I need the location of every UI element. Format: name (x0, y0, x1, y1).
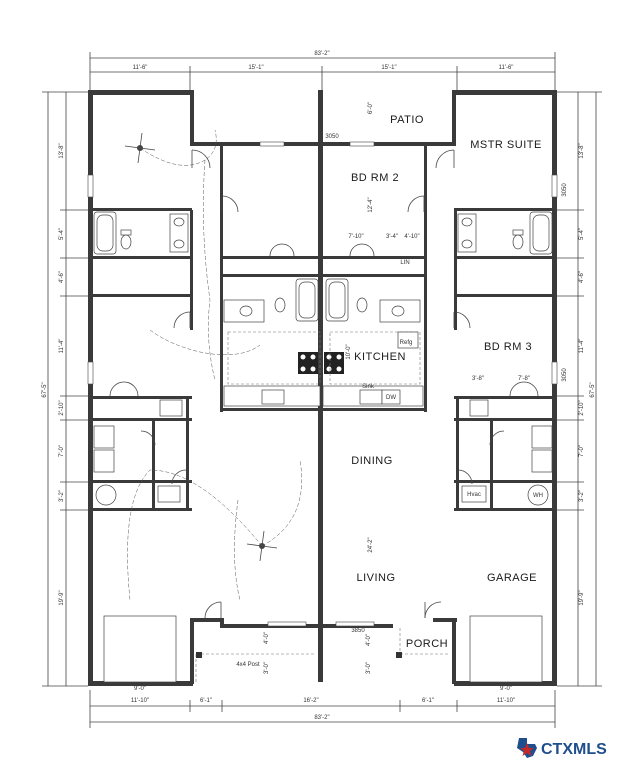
room-patio: PATIO (390, 114, 424, 126)
electrical-runs (127, 129, 302, 601)
room-porch: PORCH (406, 638, 448, 650)
left-overall-dim: 67'-5" (42, 382, 48, 397)
top-dim-1: 11'-6" (133, 65, 148, 71)
right-dimensions: 67'-5" 13'-8" 5'-4" 4'-6" 11'-4" 2'-10" … (557, 91, 602, 687)
left-dim-7: 3'-2" (59, 490, 65, 502)
refrigerator-label: Refg (400, 340, 413, 346)
top-dimensions: 83'-2" 11'-6" 15'-1" 15'-1" 11'-6" (89, 51, 556, 90)
linen-label: LIN (400, 260, 409, 266)
room-kitchen: KITCHEN (354, 351, 406, 363)
right-dim-7: 3'-2" (579, 490, 585, 502)
closet-width-b: 3'-4" (386, 234, 398, 240)
right-dim-1: 13'-8" (579, 143, 585, 158)
left-dim-3: 4'-6" (59, 271, 65, 283)
overall-bottom-dim: 83'-2" (314, 715, 329, 721)
garage-right-width: 9'-0" (500, 686, 512, 692)
right-dim-8: 19'-9" (579, 590, 585, 605)
room-dining: DINING (351, 455, 393, 467)
plan-notes: 3050 3050 3050 3850 4'-0" 3'-0" 4'-0" 3'… (236, 102, 568, 674)
window-note-top: 3050 (325, 134, 339, 140)
bd3-closet-b: 7'-8" (518, 376, 530, 382)
room-bd-rm-2: BD RM 2 (351, 172, 399, 184)
garage-left-width: 9'-0" (134, 686, 146, 692)
exterior-walls (88, 90, 557, 686)
interior-walls (88, 142, 557, 511)
right-overall-dim: 67'-5" (590, 382, 596, 397)
room-labels: PATIO MSTR SUITE BD RM 2 KITCHEN BD RM 3… (351, 114, 542, 650)
right-dim-5: 2'-10" (579, 400, 585, 415)
left-dim-6: 7'-0" (59, 445, 65, 457)
window-note-3850: 3850 (351, 628, 365, 634)
kitchen-depth: 10'-0" (346, 344, 352, 359)
windows (87, 141, 558, 385)
left-dimensions: 67'-5" 13'-8" 5'-4" 4'-6" 11'-4" 2'-10" … (42, 91, 88, 687)
bath-fixtures (93, 211, 553, 323)
top-dim-2: 15'-1" (248, 65, 263, 71)
left-dim-1: 13'-8" (59, 143, 65, 158)
kitchen-fixtures (223, 331, 424, 407)
room-garage: GARAGE (487, 572, 537, 584)
window-note-right-a: 3050 (562, 183, 568, 197)
bd3-closet-a: 3'-8" (472, 376, 484, 382)
closet-width-c: 4'-10" (404, 234, 419, 240)
garage-doors (103, 615, 543, 684)
top-dim-4: 11'-6" (499, 65, 514, 71)
porch-depth-a: 4'-0" (366, 634, 372, 646)
bd2-depth: 12'-4" (368, 197, 374, 212)
patio-depth: 6'-0" (368, 102, 374, 114)
bottom-dim-1: 11'-10" (131, 698, 149, 704)
hvac-label: Hvac (467, 492, 481, 498)
right-dim-4: 11'-4" (579, 339, 585, 354)
right-dim-6: 7'-0" (579, 445, 585, 457)
overall-top-dim: 83'-2" (314, 51, 329, 57)
utility-fixtures (93, 399, 553, 506)
room-mstr-suite: MSTR SUITE (470, 139, 542, 151)
closet-width-a: 7'-10" (348, 234, 363, 240)
bottom-dim-4: 6'-1" (422, 698, 434, 704)
window-note-right-b: 3050 (562, 368, 568, 382)
water-heater-label: WH (533, 493, 543, 499)
porch-left-depth-a: 4'-0" (264, 632, 270, 644)
dishwasher-label: DW (386, 395, 396, 401)
bottom-dim-2: 6'-1" (200, 698, 212, 704)
living-depth: 24'-2" (368, 537, 374, 552)
ctxmls-logo: CTXMLS (515, 734, 625, 760)
logo-text: CTXMLS (541, 741, 607, 758)
top-dim-3: 15'-1" (381, 65, 396, 71)
right-dim-2: 5'-4" (579, 228, 585, 240)
right-dim-3: 4'-6" (579, 271, 585, 283)
sink-label: Sink (362, 384, 375, 390)
left-dim-5: 2'-10" (59, 400, 65, 415)
texas-star-icon: CTXMLS (517, 738, 607, 758)
door-swings (109, 149, 539, 619)
left-dim-2: 5'-4" (59, 228, 65, 240)
post-label: 4x4 Post (236, 662, 260, 668)
porch-left-depth-b: 3'-0" (264, 662, 270, 674)
room-living: LIVING (356, 572, 395, 584)
bottom-dim-3: 16'-2" (303, 698, 318, 704)
porch-depth-b: 3'-0" (366, 662, 372, 674)
left-dim-4: 11'-4" (59, 339, 65, 354)
room-bd-rm-3: BD RM 3 (484, 341, 532, 353)
left-dim-8: 19'-9" (59, 590, 65, 605)
bottom-dim-5: 11'-10" (497, 698, 515, 704)
bottom-dimensions: 11'-10" 6'-1" 16'-2" 6'-1" 11'-10" 83'-2… (89, 686, 556, 728)
